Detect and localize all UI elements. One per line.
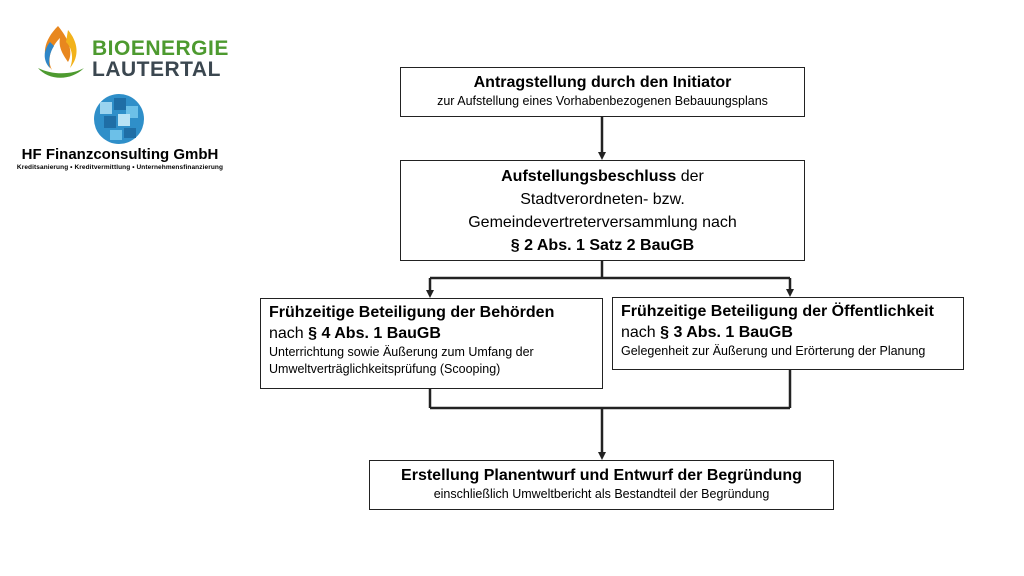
step-beteiligung-oeffentlichkeit: Frühzeitige Beteiligung der Öffentlichke…: [612, 297, 964, 370]
step-behoerden-law-line: nach § 4 Abs. 1 BauGB: [269, 323, 594, 344]
step-beteiligung-behoerden: Frühzeitige Beteiligung der Behörden nac…: [260, 298, 603, 389]
step-oeffentlichkeit-nach: nach: [621, 324, 661, 341]
step-behoerden-desc: Unterrichtung sowie Äußerung zum Umfang …: [269, 345, 534, 376]
step-behoerden-law: § 4 Abs. 1 BauGB: [308, 325, 441, 342]
step-antragstellung-title: Antragstellung durch den Initiator: [473, 74, 732, 91]
step-beschluss-title: Aufstellungsbeschluss: [501, 168, 677, 185]
step-planentwurf-title: Erstellung Planentwurf und Entwurf der B…: [401, 467, 802, 484]
step-aufstellungsbeschluss: Aufstellungsbeschluss der Stadtverordnet…: [400, 160, 805, 261]
step-oeffentlichkeit-desc: Gelegenheit zur Äußerung und Erörterung …: [621, 344, 926, 358]
step-antragstellung-subtitle: zur Aufstellung eines Vorhabenbezogenen …: [437, 94, 768, 108]
puzzle-globe-icon: [94, 94, 144, 144]
hf-company-name: HF Finanzconsulting GmbH: [21, 146, 219, 163]
step-antragstellung: Antragstellung durch den Initiator zur A…: [400, 67, 805, 117]
hf-tagline: Kreditsanierung • Kreditvermittlung • Un…: [16, 164, 224, 171]
step-behoerden-nach: nach: [269, 325, 309, 342]
step-oeffentlichkeit-law: § 3 Abs. 1 BauGB: [660, 324, 793, 341]
bioenergie-logo-text: BIOENERGIE: [92, 37, 229, 60]
step-oeffentlichkeit-law-line: nach § 3 Abs. 1 BauGB: [621, 322, 955, 343]
step-behoerden-title: Frühzeitige Beteiligung der Behörden: [269, 304, 555, 321]
flame-icon: [38, 26, 84, 78]
step-beschluss-line1: Aufstellungsbeschluss der: [401, 165, 804, 188]
step-beschluss-line2: Stadtverordneten- bzw.: [520, 191, 685, 208]
step-beschluss-law: § 2 Abs. 1 Satz 2 BauGB: [510, 237, 695, 254]
step-planentwurf: Erstellung Planentwurf und Entwurf der B…: [369, 460, 834, 510]
bioenergie-lautertal-logo: BIOENERGIE LAUTERTAL: [34, 22, 228, 84]
step-oeffentlichkeit-title: Frühzeitige Beteiligung der Öffentlichke…: [621, 303, 934, 320]
step-planentwurf-subtitle: einschließlich Umweltbericht als Bestand…: [433, 487, 770, 501]
step-beschluss-line3: Gemeindevertreterversammlung nach: [468, 214, 737, 231]
lautertal-logo-text: LAUTERTAL: [92, 58, 221, 81]
step-beschluss-title-rest: der: [676, 168, 704, 185]
